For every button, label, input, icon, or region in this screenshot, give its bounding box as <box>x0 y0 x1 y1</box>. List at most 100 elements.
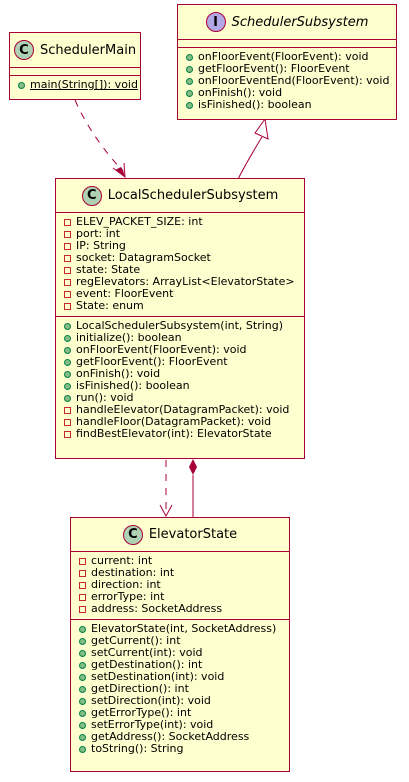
field-row: state: State <box>64 264 298 276</box>
class-badge-icon: C <box>81 185 102 206</box>
realization-arrowhead <box>254 117 269 140</box>
fields-section: current: int destination: int direction:… <box>71 552 289 619</box>
method-text: LocalSchedulerSubsystem(int, String) <box>76 319 284 332</box>
method-row: onFloorEventEnd(FloorEvent): void <box>186 75 390 87</box>
public-marker-icon <box>79 625 86 633</box>
public-marker-icon <box>79 697 86 705</box>
public-marker-icon <box>186 77 193 85</box>
public-marker-icon <box>186 65 193 73</box>
field-text: direction: int <box>91 578 161 591</box>
private-marker-icon <box>64 254 71 262</box>
class-name: SchedulerSubsystem <box>231 14 369 30</box>
field-text: state: State <box>76 263 141 276</box>
field-text: current: int <box>91 554 153 567</box>
method-text: getCurrent(): int <box>91 634 181 647</box>
class-name: ElevatorState <box>148 527 238 542</box>
method-row: setDirection(int): void <box>79 695 283 707</box>
class-header: C LocalSchedulerSubsystem <box>56 179 304 213</box>
method-text: handleElevator(DatagramPacket): void <box>76 403 290 416</box>
method-text: onFloorEvent(FloorEvent): void <box>76 343 247 356</box>
private-marker-icon <box>64 230 71 238</box>
field-row: IP: String <box>64 240 298 252</box>
method-row: getFloorEvent(): FloorEvent <box>64 356 298 368</box>
private-marker-icon <box>79 569 86 577</box>
field-text: event: FloorEvent <box>76 287 174 300</box>
class-scheduler-main[interactable]: C SchedulerMain main(String[]): void <box>9 32 141 100</box>
public-marker-icon <box>64 358 71 366</box>
method-row: main(String[]): void <box>18 79 138 91</box>
field-row: ELEV_PACKET_SIZE: int <box>64 216 298 228</box>
private-marker-icon <box>64 418 71 426</box>
public-marker-icon <box>186 89 193 97</box>
method-row: getDestination(): int <box>79 659 283 671</box>
method-text: getFloorEvent(): FloorEvent <box>198 62 350 75</box>
field-text: IP: String <box>76 239 126 252</box>
method-row: onFloorEvent(FloorEvent): void <box>186 51 390 63</box>
method-text: setErrorType(int): void <box>91 718 214 731</box>
public-marker-icon <box>64 382 71 390</box>
field-text: State: enum <box>76 299 144 312</box>
class-name: SchedulerMain <box>39 42 137 58</box>
field-row: State: enum <box>64 300 298 312</box>
realization-line <box>237 136 263 180</box>
interface-scheduler-subsystem[interactable]: I SchedulerSubsystem onFloorEvent(FloorE… <box>177 4 397 120</box>
method-text: getErrorType(): int <box>91 706 192 719</box>
field-row: port: int <box>64 228 298 240</box>
private-marker-icon <box>79 557 86 565</box>
dependency-main-arrowhead <box>115 167 125 177</box>
method-text: onFloorEventEnd(FloorEvent): void <box>198 74 390 87</box>
field-text: regElevators: ArrayList<ElevatorState> <box>76 275 295 288</box>
field-row: event: FloorEvent <box>64 288 298 300</box>
public-marker-icon <box>186 101 193 109</box>
method-text: main(String[]): void <box>30 78 138 91</box>
method-row: isFinished(): boolean <box>186 99 390 111</box>
dependency-main-to-local <box>74 99 123 171</box>
fields-section: ELEV_PACKET_SIZE: int port: int IP: Stri… <box>56 213 304 316</box>
method-row: initialize(): boolean <box>64 332 298 344</box>
class-badge-icon: C <box>122 524 143 545</box>
public-marker-icon <box>79 709 86 717</box>
private-marker-icon <box>64 406 71 414</box>
private-marker-icon <box>79 605 86 613</box>
method-text: setDirection(int): void <box>91 694 211 707</box>
method-row: getDirection(): int <box>79 683 283 695</box>
method-row: LocalSchedulerSubsystem(int, String) <box>64 320 298 332</box>
interface-badge-icon: I <box>205 12 226 32</box>
methods-section: ElevatorState(int, SocketAddress) getCur… <box>71 619 289 759</box>
public-marker-icon <box>64 334 71 342</box>
method-row: getAddress(): SocketAddress <box>79 731 283 743</box>
method-text: getFloorEvent(): FloorEvent <box>76 355 228 368</box>
method-text: getAddress(): SocketAddress <box>91 730 250 743</box>
method-row: toString(): String <box>79 743 283 755</box>
method-text: handleFloor(DatagramPacket): void <box>76 415 272 428</box>
private-marker-icon <box>79 581 86 589</box>
public-marker-icon <box>79 649 86 657</box>
method-text: run(): void <box>76 391 134 404</box>
class-badge-icon: C <box>13 40 34 60</box>
method-row: ElevatorState(int, SocketAddress) <box>79 623 283 635</box>
methods-section: LocalSchedulerSubsystem(int, String) ini… <box>56 316 304 444</box>
method-row: handleElevator(DatagramPacket): void <box>64 404 298 416</box>
method-text: onFinish(): void <box>76 367 161 380</box>
public-marker-icon <box>79 745 86 753</box>
field-text: socket: DatagramSocket <box>76 251 211 264</box>
public-marker-icon <box>18 81 25 89</box>
method-text: setCurrent(int): void <box>91 646 203 659</box>
method-text: getDirection(): int <box>91 682 189 695</box>
method-text: onFinish(): void <box>198 86 283 99</box>
class-elevator-state[interactable]: C ElevatorState current: int destination… <box>70 517 290 772</box>
method-row: getCurrent(): int <box>79 635 283 647</box>
class-local-scheduler-subsystem[interactable]: C LocalSchedulerSubsystem ELEV_PACKET_SI… <box>55 178 305 459</box>
method-text: isFinished(): boolean <box>198 98 312 111</box>
field-text: address: SocketAddress <box>91 602 223 615</box>
field-row: destination: int <box>79 567 283 579</box>
method-row: setErrorType(int): void <box>79 719 283 731</box>
fields-section <box>10 68 140 75</box>
public-marker-icon <box>79 733 86 741</box>
method-row: onFinish(): void <box>186 87 390 99</box>
private-marker-icon <box>64 242 71 250</box>
private-marker-icon <box>64 266 71 274</box>
private-marker-icon <box>64 278 71 286</box>
field-row: current: int <box>79 555 283 567</box>
